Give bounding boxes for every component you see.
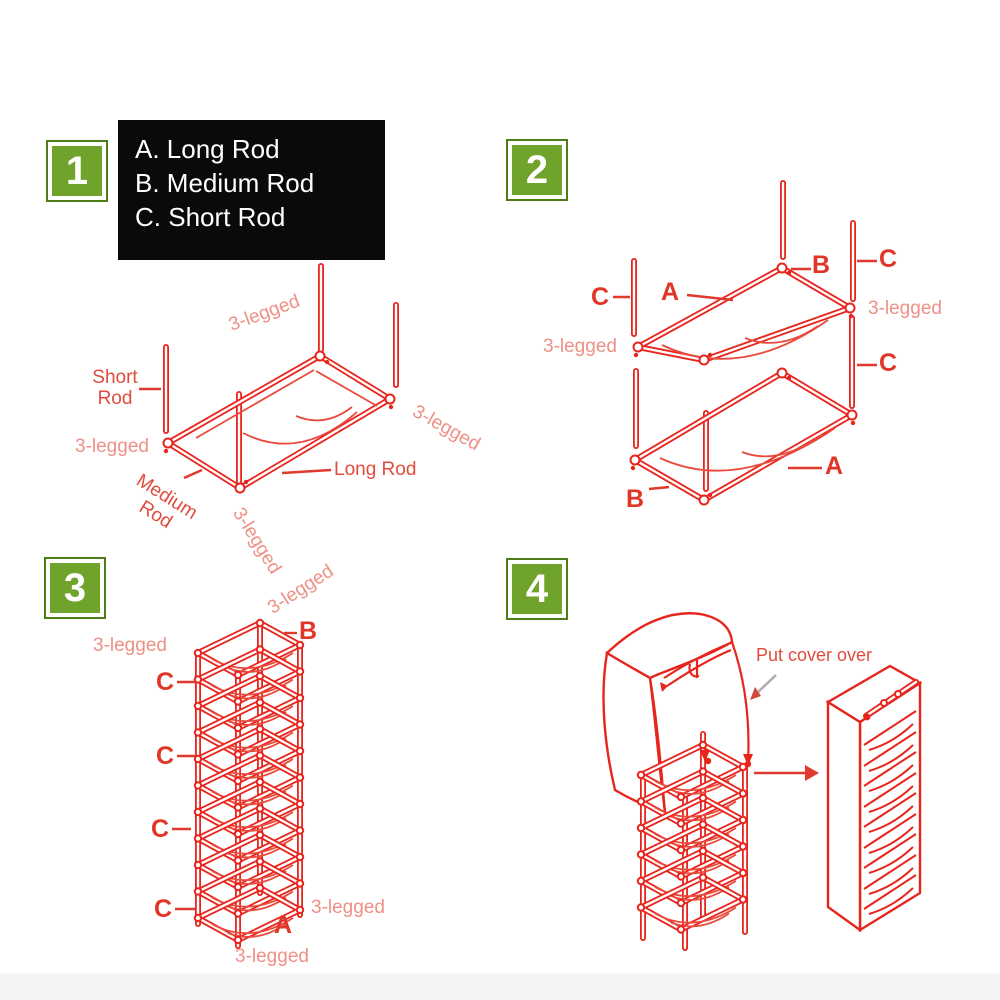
- covered-rack-shelves: [863, 710, 917, 915]
- step1-frame-art: [139, 266, 396, 494]
- parts-legend: A. Long Rod B. Medium Rod C. Short Rod: [118, 120, 385, 260]
- step4-result-arrow: [754, 765, 819, 781]
- step4-number: 4: [525, 566, 549, 611]
- step2-label-a-top: A: [661, 278, 680, 306]
- step2-label-c-right-top: C: [879, 245, 898, 273]
- step2-label-3legged-right: 3-legged: [868, 298, 942, 319]
- step3-tower-art: [172, 620, 303, 949]
- step3-label-3legged-left: 3-legged: [93, 635, 167, 656]
- put-cover-pointer-arrow: [750, 674, 777, 700]
- step1-badge: 1: [46, 140, 108, 202]
- legend-line-b: B. Medium Rod: [135, 168, 315, 198]
- cover-drop-arrow-front: [660, 682, 668, 692]
- cover-drop-arrow-left: [700, 750, 710, 762]
- step1-label-long-rod: Long Rod: [334, 459, 417, 480]
- step3-label-a-bottom: A: [274, 911, 293, 939]
- step4-label-put-cover-over: Put cover over: [756, 645, 873, 665]
- step2-badge: 2: [506, 139, 568, 201]
- legend-line-c: C. Short Rod: [135, 202, 286, 232]
- step3-number: 3: [63, 565, 87, 610]
- step3-label-c2: C: [156, 742, 175, 770]
- step2-frame-art: [613, 183, 877, 506]
- step1-label-short-rod: Short Rod: [92, 367, 138, 409]
- step4-covered-rack-art: [825, 664, 923, 933]
- step3-label-3legged-right: 3-legged: [311, 897, 385, 918]
- step2-label-b-top: B: [812, 251, 831, 279]
- step2-label-c-left: C: [591, 283, 610, 311]
- step4-rack-art: [638, 682, 753, 951]
- step2-number: 2: [525, 147, 549, 192]
- step1-number: 1: [65, 148, 89, 193]
- step2-label-c-right-bottom: C: [879, 349, 898, 377]
- step3-label-b-top: B: [299, 617, 318, 645]
- step3-label-c4: C: [154, 895, 173, 923]
- step3-label-c1: C: [156, 668, 175, 696]
- cover-drop-arrow-right: [743, 754, 753, 766]
- step2-label-3legged-left: 3-legged: [543, 336, 617, 357]
- legend-line-a: A. Long Rod: [135, 134, 280, 164]
- step2-label-a-bottom: A: [825, 452, 844, 480]
- step1-label-3legged-left: 3-legged: [75, 436, 149, 457]
- step3-badge: 3: [44, 557, 106, 619]
- step3-label-c3: C: [151, 815, 170, 843]
- tower-tier: [195, 620, 303, 678]
- step4-badge: 4: [506, 558, 568, 620]
- step2-label-b-bottom: B: [626, 485, 645, 513]
- step3-label-3legged-bottom: 3-legged: [235, 946, 309, 967]
- footer-band: [0, 973, 1000, 1000]
